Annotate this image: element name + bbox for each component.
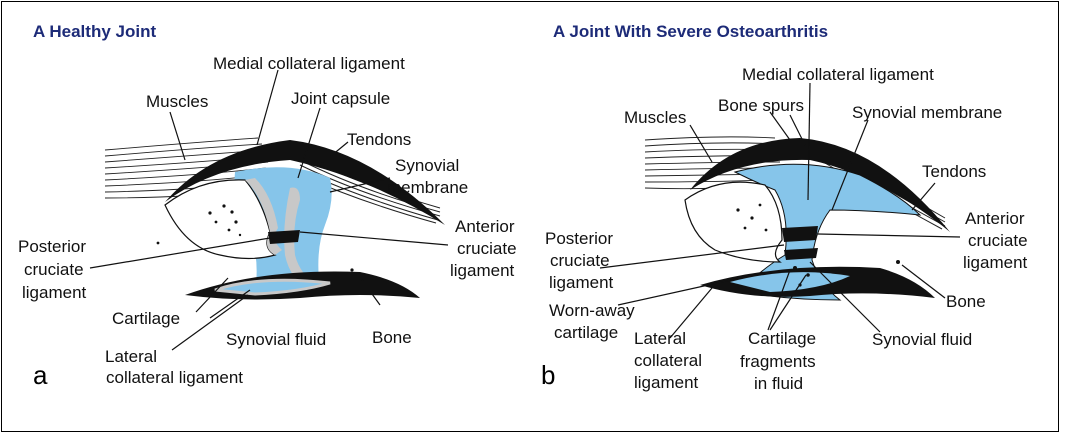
cruciate-ligament-b-2	[784, 248, 818, 260]
label-b-fragments-3: in fluid	[754, 374, 803, 393]
label-a-lateral-1: Lateral	[105, 347, 157, 366]
label-b-muscles: Muscles	[624, 108, 686, 127]
label-b-worn-away-2: cartilage	[554, 323, 618, 342]
panel-b-letter: b	[541, 360, 555, 390]
label-a-synovial-membrane-2: membrane	[387, 178, 468, 197]
label-a-tendons: Tendons	[347, 130, 411, 149]
label-a-anterior-1: Anterior	[455, 217, 515, 236]
cruciate-ligament-b	[782, 226, 818, 242]
label-a-posterior-1: Posterior	[18, 237, 86, 256]
label-b-synovial-fluid: Synovial fluid	[872, 330, 972, 349]
panel-a-title: A Healthy Joint	[33, 22, 156, 41]
label-b-fragments-1: Cartilage	[748, 329, 816, 348]
cruciate-ligament-a	[268, 230, 300, 244]
label-b-anterior-3: ligament	[963, 253, 1028, 272]
label-a-medial-collateral: Medial collateral ligament	[213, 54, 405, 73]
label-b-bone-spurs: Bone spurs	[718, 96, 804, 115]
label-a-muscles: Muscles	[146, 92, 208, 111]
label-b-worn-away-1: Worn-away	[549, 301, 635, 320]
label-b-anterior-2: cruciate	[968, 231, 1028, 250]
panel-b-title: A Joint With Severe Osteoarthritis	[553, 22, 828, 41]
panel-a: A Healthy Joint	[18, 22, 517, 390]
femur-b	[685, 182, 782, 262]
label-a-synovial-fluid: Synovial fluid	[226, 330, 326, 349]
label-b-lateral-1: Lateral	[634, 329, 686, 348]
label-a-posterior-2: cruciate	[24, 260, 84, 279]
label-a-posterior-3: ligament	[22, 283, 87, 302]
label-a-anterior-3: ligament	[450, 261, 515, 280]
label-b-posterior-2: cruciate	[550, 251, 610, 270]
label-b-lateral-3: ligament	[634, 373, 699, 392]
label-b-posterior-1: Posterior	[545, 229, 613, 248]
label-a-synovial-membrane-1: Synovial	[395, 156, 459, 175]
label-b-anterior-1: Anterior	[965, 209, 1025, 228]
label-b-fragments-2: fragments	[740, 352, 816, 371]
label-a-joint-capsule: Joint capsule	[291, 89, 390, 108]
label-a-cartilage: Cartilage	[112, 309, 180, 328]
panel-a-letter: a	[33, 360, 48, 390]
label-b-posterior-3: ligament	[549, 273, 614, 292]
label-b-tendons: Tendons	[922, 162, 986, 181]
label-b-lateral-2: collateral	[634, 351, 702, 370]
label-a-lateral-2: collateral ligament	[106, 368, 243, 387]
panel-b: A Joint With Severe Osteoarthritis	[541, 22, 1028, 393]
label-a-anterior-2: cruciate	[457, 239, 517, 258]
label-b-medial-collateral: Medial collateral ligament	[742, 65, 934, 84]
label-b-synovial-membrane: Synovial membrane	[852, 103, 1002, 122]
label-a-bone: Bone	[372, 328, 412, 347]
label-b-bone: Bone	[946, 292, 986, 311]
